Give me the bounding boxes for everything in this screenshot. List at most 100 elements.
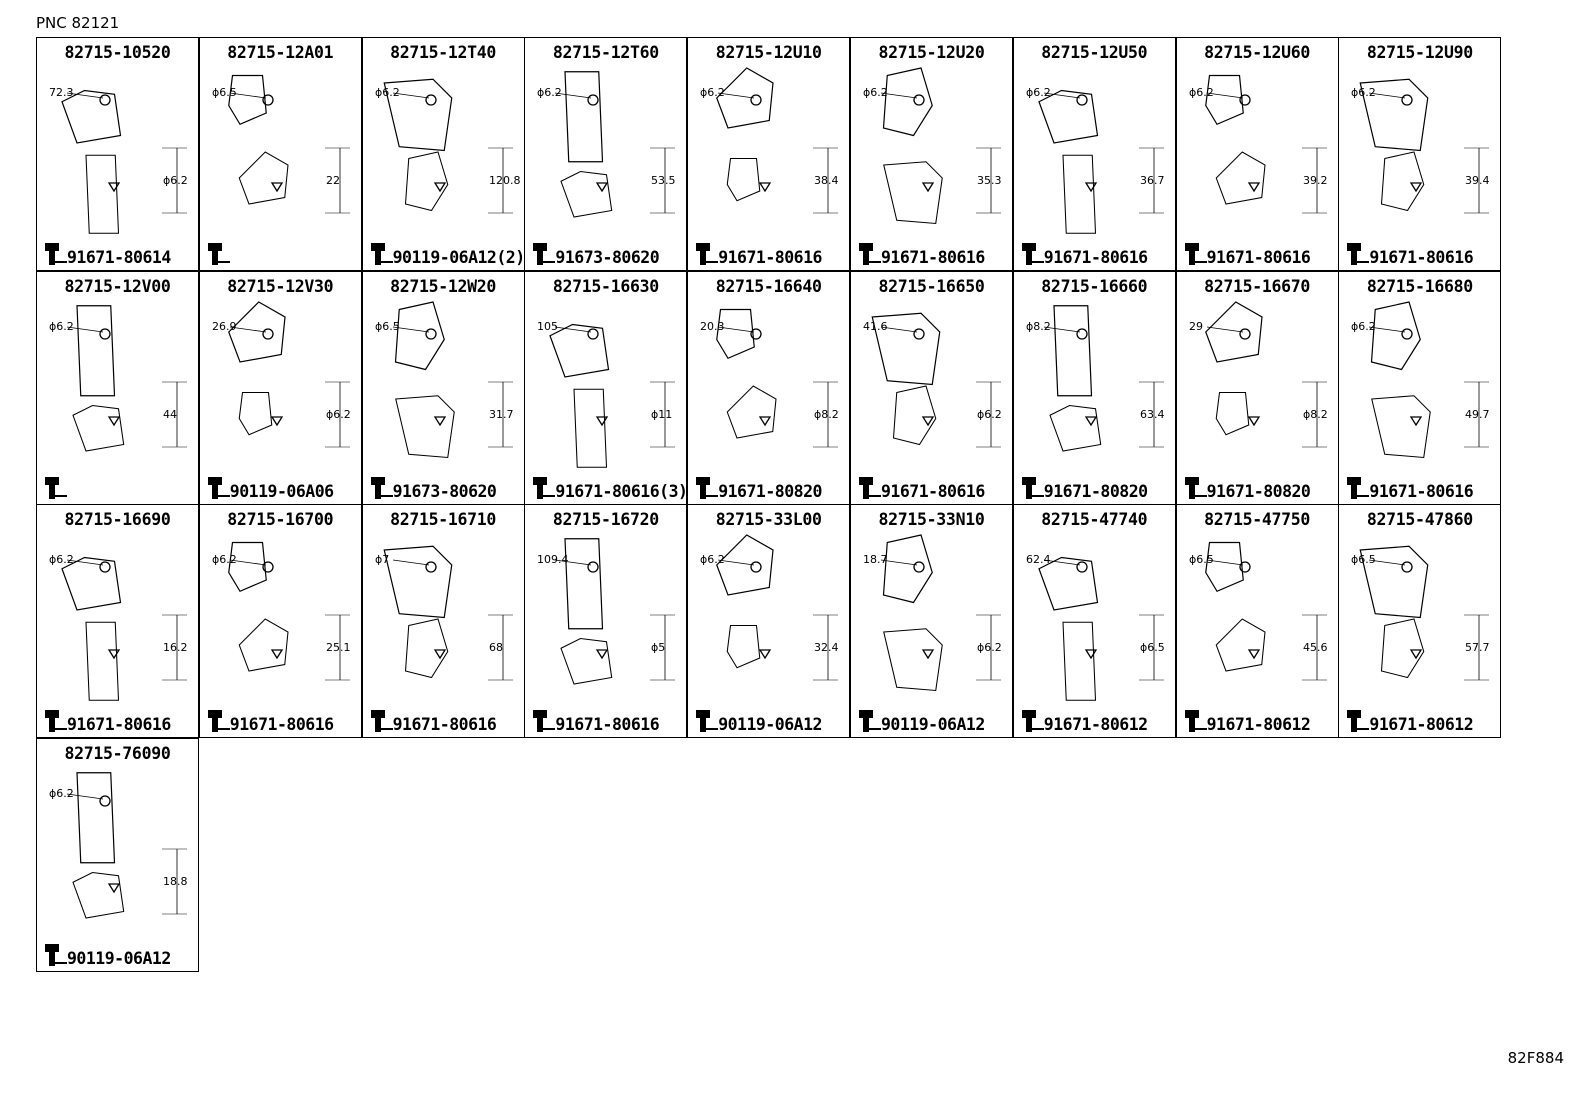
dimension-label: 22 [326,174,340,187]
mounting-hole [99,794,111,807]
dimension-label: 49.7 [1465,408,1490,421]
mounting-hole [750,561,762,573]
part-number: 82715-12U10 [715,43,822,62]
dimension-label: ϕ6.2 [1351,320,1376,333]
dimension-label: ϕ6.2 [700,553,725,566]
dimension-label: 32.4 [814,641,839,654]
dimension-label: 120.8 [489,174,521,187]
bolt-icon [859,710,881,732]
bolt-icon [696,476,719,499]
mounting-hole [750,94,762,106]
dimension-label: ϕ6.5 [1351,553,1376,566]
mounting-hole [99,94,111,106]
dimension-label: 25.1 [326,641,351,654]
mounting-hole [913,327,925,340]
mounting-hole [587,94,600,106]
bolt-part-number: 90119-06A12 [881,715,985,734]
mounting-hole [1238,327,1251,340]
dimension-label: ϕ6.2 [163,174,188,187]
part-number: 82715-12U20 [878,43,985,62]
dimension-label: ϕ6.5 [1140,641,1165,654]
part-cell: 82715-16680 ϕ6.2 49.7 91671-80616 [1338,270,1502,505]
mounting-hole [424,561,437,573]
dimension-label: 31.7 [489,408,514,421]
bracket-drawing: 72.3 ϕ6.2 [49,86,188,234]
bolt-part-number: 91671-80820 [1206,481,1311,501]
bolt-icon [859,476,881,499]
bolt-icon [45,243,67,265]
part-number: 82715-16630 [552,276,659,296]
dimension-label: 53.5 [651,174,676,187]
dimension-label: 63.4 [1140,408,1165,421]
bolt-part-number: 91671-80616(3) [555,481,688,501]
bolt-icon [207,476,230,499]
bolt-icon [859,243,881,265]
bolt-icon [1021,710,1044,732]
bracket-drawing: ϕ6.2 49.7 [1351,300,1490,458]
bolt-icon [207,243,230,265]
bolt-part-number: 90119-06A06 [229,481,334,501]
part-number: 82715-16720 [552,510,659,529]
dimension-label: 39.2 [1303,174,1328,187]
bolt-part-number: 91671-80616 [392,715,497,734]
dimension-label: 72.3 [49,86,74,99]
bracket-drawing: ϕ6.235.3 [863,67,1002,225]
dimension-label: ϕ6.2 [1189,86,1214,99]
bolt-icon [1184,710,1207,732]
bracket-drawing: ϕ6.218.8 [49,771,188,919]
part-number: 82715-16680 [1366,276,1473,296]
figure-code: 82F884 [1507,1049,1564,1067]
bolt-icon [45,710,67,732]
dimension-label: ϕ6.2 [212,553,237,566]
mounting-hole [1076,561,1088,573]
bolt-icon [1347,243,1370,265]
dimension-label: ϕ6.2 [977,641,1002,654]
dimension-label: ϕ8.2 [1303,408,1328,421]
part-number: 82715-16690 [64,510,171,529]
part-number: 82715-33L00 [715,510,822,529]
pnc-label: PNC 82121 [36,14,120,32]
dimension-label: ϕ6.5 [212,86,237,99]
bolt-part-number: 90119-06A12(2) [392,248,526,267]
bolt-part-number: 91671-80616 [881,481,985,501]
bolt-part-number: 91671-80612 [1043,715,1148,734]
bolt-icon [370,243,393,265]
part-number: 82715-47740 [1041,510,1148,529]
mounting-hole [1076,94,1088,106]
bolt-part-number: 91671-80616 [881,248,985,267]
dimension-label: 62.4 [1026,553,1051,566]
bolt-part-number: 91671-80616 [1369,481,1474,501]
bracket-drawing: 109.4ϕ5 [537,538,676,685]
dimension-label: 44 [163,408,177,421]
mounting-hole [1076,327,1088,340]
dimension-label: ϕ6.2 [1351,86,1376,99]
bolt-icon [370,476,393,499]
bracket-drawing: 20.3ϕ8.2 [700,308,839,447]
dimension-label: 39.4 [1465,174,1490,187]
bracket-drawing: ϕ6.216.2 [49,553,188,701]
bracket-drawing: ϕ6.244 [49,304,187,452]
dimension-label: 105 [537,320,558,333]
part-cell: 82715-47740 62.4 ϕ6.5 91671-80612 [1012,504,1176,738]
bolt-icon [1021,476,1044,499]
bracket-drawing: ϕ8.263.4 [1026,304,1165,452]
dimension-label: ϕ6.2 [49,787,74,800]
bracket-drawing: ϕ6.2 39.4 [1351,78,1490,214]
bracket-drawing: ϕ6.557.7 [1351,545,1490,681]
bolt-part-number: 90119-06A12 [67,948,171,968]
